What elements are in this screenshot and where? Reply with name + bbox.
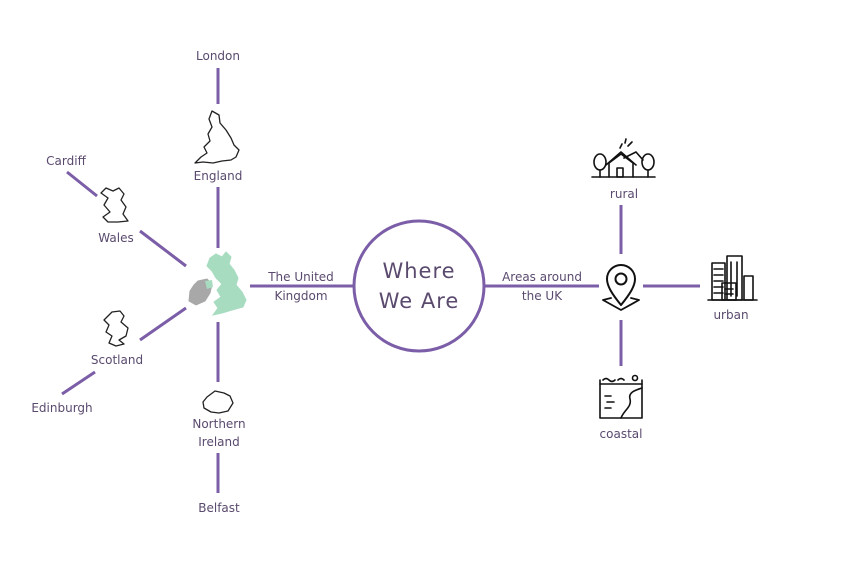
country-label-ni-line1: Northern	[192, 417, 245, 431]
country-label-ni-line2: Ireland	[198, 435, 240, 449]
branch-label-areas-line2: the UK	[522, 289, 563, 303]
scotland-map-icon	[103, 310, 129, 347]
center-title-line1: Where	[382, 259, 455, 283]
line-scotland-uk	[139, 306, 187, 342]
center-title-line2: We Are	[379, 289, 460, 313]
rural-house-icon	[591, 138, 656, 178]
capital-label-edinburgh: Edinburgh	[31, 401, 92, 415]
location-pin-icon	[602, 264, 640, 311]
center-node: Where We Are	[352, 219, 486, 353]
country-label-scotland: Scotland	[91, 353, 143, 367]
capital-label-cardiff: Cardiff	[46, 154, 86, 168]
connector-lines	[61, 68, 700, 493]
line-wales-uk	[139, 229, 187, 268]
uk-map-icon	[188, 251, 247, 316]
country-label-wales: Wales	[98, 231, 133, 245]
country-label-england: England	[194, 169, 243, 183]
line-edinburgh-scotland	[61, 370, 96, 396]
branch-label-uk-line1: The United	[267, 270, 334, 284]
wales-map-icon	[100, 187, 129, 223]
area-label-coastal: coastal	[600, 427, 643, 441]
area-label-urban: urban	[713, 308, 748, 322]
center-circle	[352, 219, 486, 353]
branch-label-uk-line2: Kingdom	[274, 289, 327, 303]
coastal-icon	[599, 374, 643, 419]
capital-label-london: London	[196, 49, 240, 63]
capital-label-belfast: Belfast	[198, 501, 240, 515]
northern-ireland-map-icon	[202, 390, 234, 414]
branch-label-areas-line1: Areas around	[502, 270, 582, 284]
urban-buildings-icon	[707, 255, 758, 301]
area-label-rural: rural	[610, 187, 638, 201]
england-map-icon	[194, 110, 240, 164]
line-cardiff-wales	[66, 170, 98, 198]
